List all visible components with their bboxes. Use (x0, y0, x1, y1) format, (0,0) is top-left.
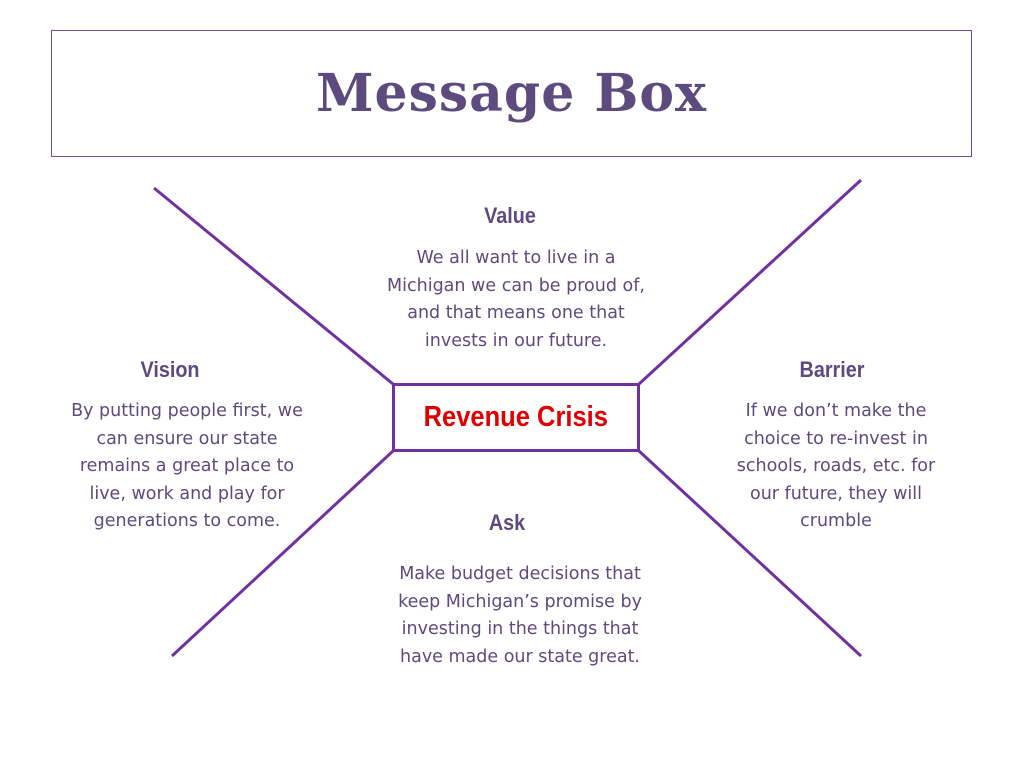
ask-text: Make budget decisions that keep Michigan… (398, 564, 642, 667)
barrier-heading: Barrier (799, 357, 865, 382)
center-box: Revenue Crisis (392, 383, 640, 452)
barrier-text: If we don’t make the choice to re-invest… (736, 401, 936, 531)
slide-title: Message Box (315, 63, 708, 124)
vision-text: By putting people first, we can ensure o… (71, 401, 303, 531)
center-label: Revenue Crisis (423, 401, 609, 433)
vision-heading: Vision (140, 357, 200, 382)
line-bottom-right (637, 449, 863, 658)
line-bottom-left (170, 449, 395, 658)
value-heading: Value (484, 203, 536, 228)
title-box: Message Box (51, 30, 972, 157)
ask-heading: Ask (488, 510, 526, 535)
value-text: We all want to live in a Michigan we can… (387, 248, 645, 351)
line-top-left (153, 186, 394, 386)
line-top-right (637, 178, 863, 386)
